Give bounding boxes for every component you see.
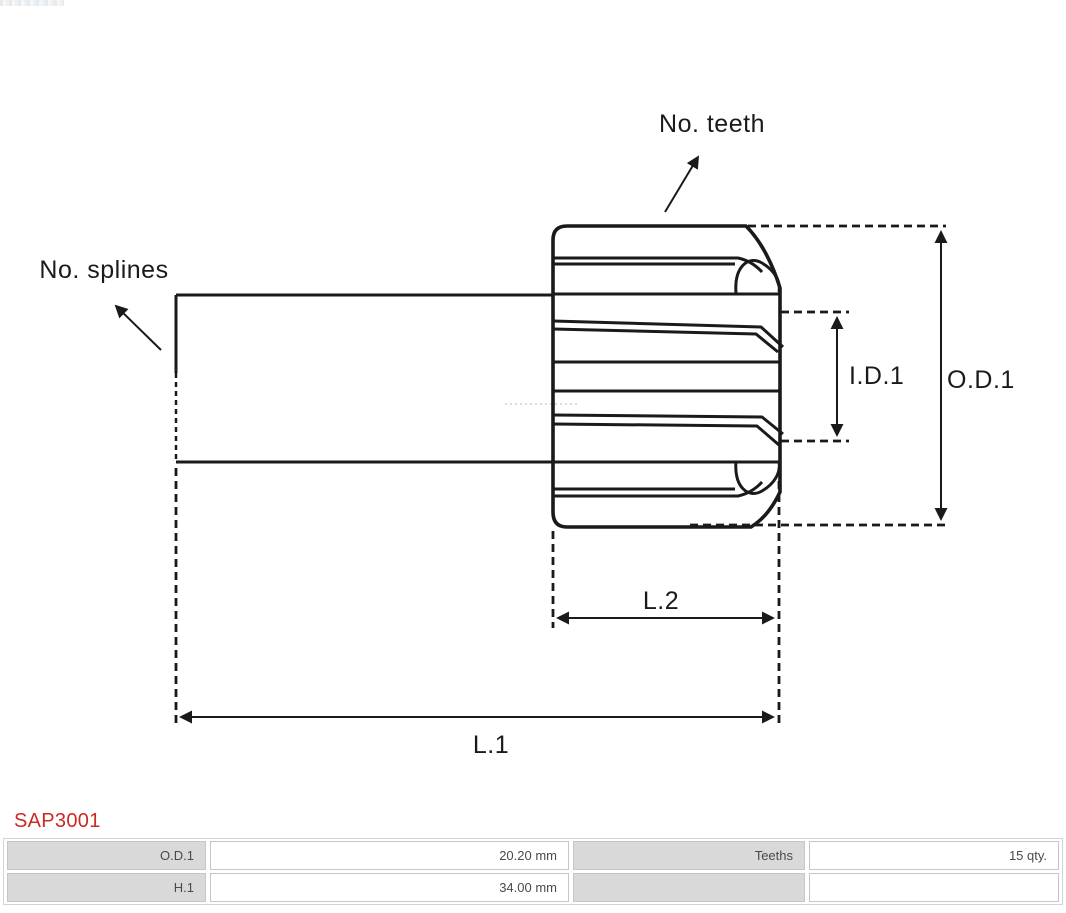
no-splines-leader-arrow	[114, 304, 162, 351]
spec-label-cell: O.D.1	[7, 841, 206, 870]
top-edge-artifact	[0, 0, 64, 6]
label-id1: I.D.1	[849, 362, 904, 390]
gear-tooth-arc-top	[734, 259, 781, 294]
spec-label-cell	[573, 873, 805, 902]
gear-tooth-line	[553, 480, 764, 498]
label-od1: O.D.1	[947, 366, 1015, 394]
spec-value-cell	[809, 873, 1059, 902]
gear-spline-groove	[552, 422, 780, 447]
spec-value-cell: 34.00 mm	[210, 873, 569, 902]
no-teeth-leader-arrow	[664, 155, 700, 213]
spec-table: O.D.1 20.20 mm Teeths 15 qty. H.1 34.00 …	[3, 838, 1063, 905]
pinion-technical-drawing: No. teeth No. splines I.D.1 O.D.1 L.2 L.…	[39, 110, 1015, 759]
part-code: SAP3001	[14, 810, 101, 832]
spec-label-cell: Teeths	[573, 841, 805, 870]
extension-lines	[174, 224, 946, 727]
dimension-arrows	[114, 155, 948, 724]
pinion-gear	[551, 224, 785, 529]
gear-tooth-arc-bottom	[734, 460, 781, 495]
label-l1: L.1	[473, 731, 509, 759]
spec-value-cell: 20.20 mm	[210, 841, 569, 870]
gear-spline-groove	[552, 327, 779, 354]
gear-outline	[551, 224, 782, 529]
gear-spline-groove	[552, 319, 785, 349]
gear-spline-groove	[552, 413, 784, 436]
label-no-splines: No. splines	[39, 256, 168, 284]
shaft-outline	[174, 293, 553, 464]
label-no-teeth: No. teeth	[659, 110, 765, 138]
spec-label-cell: H.1	[7, 873, 206, 902]
spec-value-cell: 15 qty.	[809, 841, 1059, 870]
label-l2: L.2	[643, 587, 679, 615]
